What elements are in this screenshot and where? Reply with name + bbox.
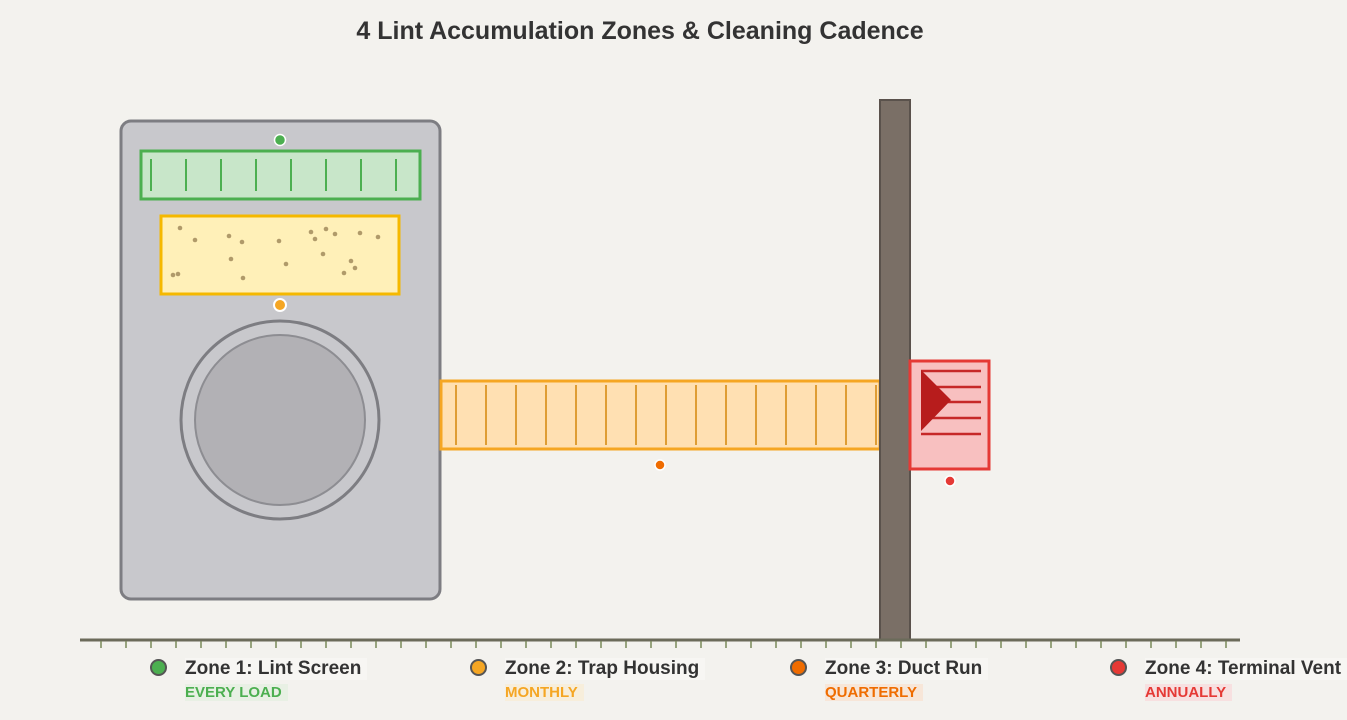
zone-2-cadence: MONTHLY [505,684,584,701]
lint-speck [228,256,234,262]
lint-speck [375,234,381,240]
lint-specks [170,225,381,281]
lint-speck [283,261,289,267]
lint-speck [276,238,282,244]
diagram-title: 4 Lint Accumulation Zones & Cleaning Cad… [356,17,924,45]
trap-housing [159,214,401,296]
lint-speck [192,237,198,243]
zone-2-name: Zone 2: Trap Housing [505,658,706,680]
duct [439,379,882,451]
ground [80,638,1240,648]
lint-speck [240,275,246,281]
zone-3-name: Zone 3: Duct Run [825,658,989,680]
lint-speck [357,230,363,236]
vent-louvers [921,369,981,436]
lint-screen-ribs [150,159,397,191]
vent-flap [921,370,951,431]
lint-speck [170,272,176,278]
zone-3-marker [654,459,666,471]
zone-4-dot [1110,659,1127,676]
duct-run [439,379,882,471]
zone-1-cadence: EVERY LOAD [185,684,288,701]
zone-1-name: Zone 1: Lint Screen [185,658,368,680]
lint-zones-diagram [80,99,1240,648]
zone-2-dot [470,659,487,676]
lint-speck [341,270,347,276]
duct-ribs [455,385,877,445]
zone-1-dot [150,659,167,676]
zone-4-cadence: ANNUALLY [1145,684,1233,701]
dryer [119,119,442,601]
zone-4-name: Zone 4: Terminal Vent [1145,658,1347,680]
lint-speck [320,251,326,257]
zone-2-marker [273,298,287,312]
zone-1-marker [273,133,287,147]
zone-3-dot [790,659,807,676]
lint-speck [308,229,314,235]
zone-4-marker [944,475,956,487]
lint-speck [175,271,181,277]
lint-screen [139,149,422,201]
legend-item-zone-4: Zone 4: Terminal Vent ANNUALLY [1110,657,1347,707]
exterior-wall [879,99,911,641]
lint-speck [177,225,183,231]
lint-speck [348,258,354,264]
terminal-vent [908,359,991,487]
lint-speck [239,239,245,245]
lint-speck [352,265,358,271]
zone-3-cadence: QUARTERLY [825,684,923,701]
lint-speck [323,226,329,232]
lint-speck [226,233,232,239]
drum-door-window [194,334,366,506]
ground-ticks [100,641,1227,648]
lint-speck [312,236,318,242]
lint-speck [332,231,338,237]
